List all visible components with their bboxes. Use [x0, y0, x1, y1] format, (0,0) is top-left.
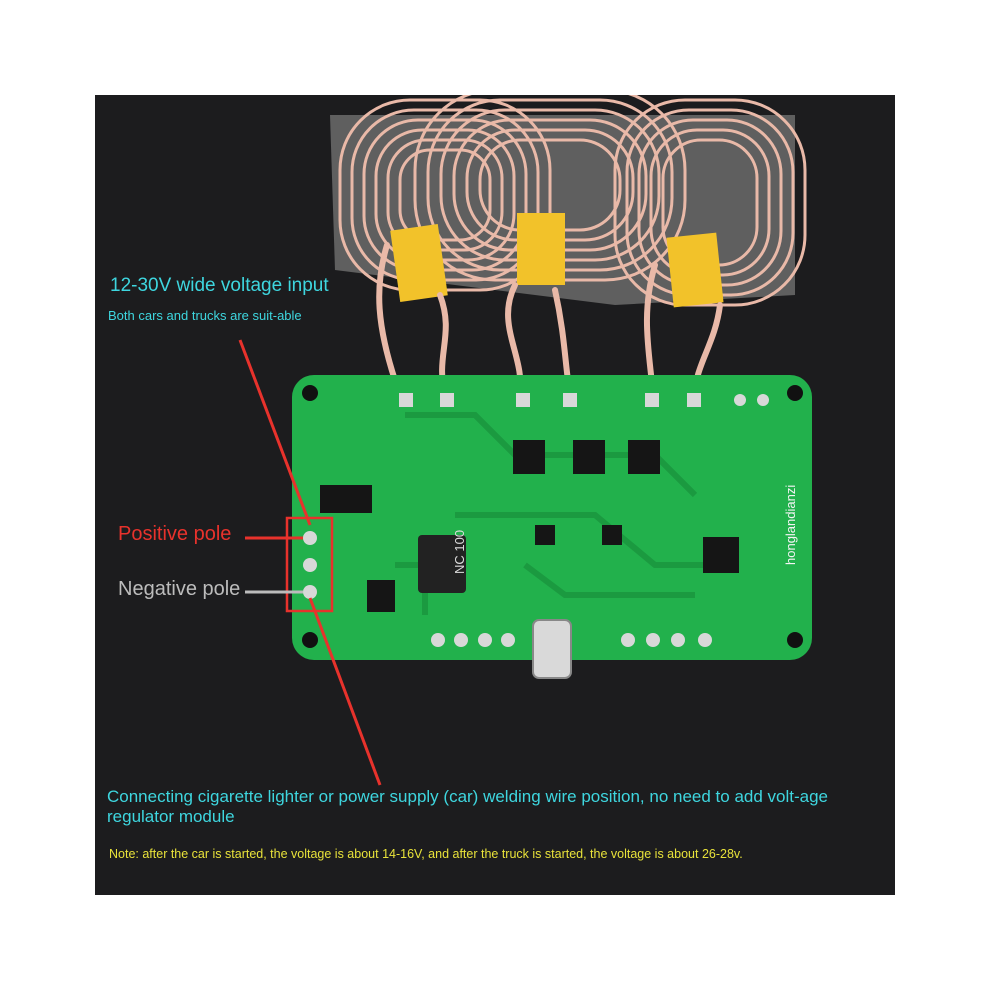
bottom-pads: [431, 633, 712, 647]
mounting-holes: [302, 385, 803, 648]
usb-c-connector: [532, 619, 572, 679]
connection-note: Connecting cigarette lighter or power su…: [107, 787, 829, 826]
negative-pole-label: Negative pole: [118, 578, 241, 600]
inductor: [418, 535, 466, 593]
input-voltage-title: 12-30V wide voltage input: [110, 275, 329, 296]
positive-pole-label: Positive pole: [118, 523, 232, 545]
voltage-note: Note: after the car is started, the volt…: [109, 847, 743, 861]
photo-scene: NC 100 honglandianzi: [238, 95, 812, 786]
ic-chips: [320, 440, 739, 612]
brand-text: honglandianzi: [783, 485, 798, 565]
pole-highlight-box: [285, 516, 334, 613]
inductor-text: NC 100: [452, 530, 467, 574]
input-pointer-line: [238, 339, 312, 526]
coil-pads: [399, 393, 769, 407]
kapton-tapes: [390, 213, 724, 308]
product-photo: NC 100 honglandianzi: [95, 95, 895, 895]
pole-pads: [303, 531, 317, 599]
connection-pointer-line: [308, 597, 382, 786]
input-voltage-subtitle: Both cars and trucks are suit-able: [108, 308, 302, 323]
